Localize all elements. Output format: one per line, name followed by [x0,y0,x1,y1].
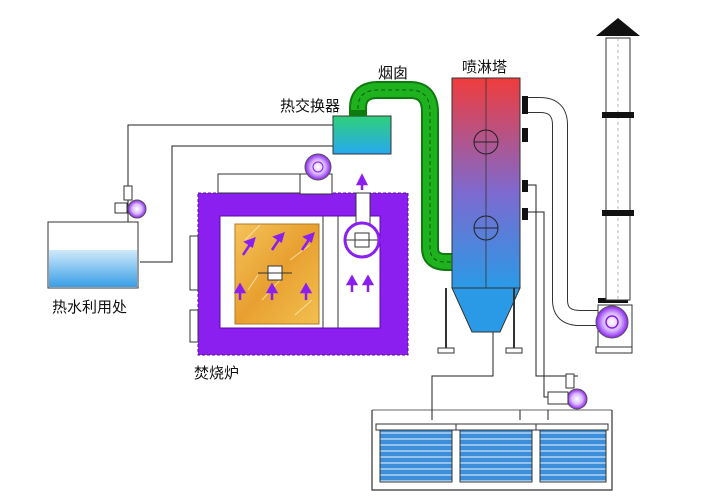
heat-exchanger-label: 热交换器 [280,97,340,115]
flue-pipe [349,81,455,271]
exhaust-duct [528,97,600,326]
settling-pool [371,409,613,491]
exhaust-fan [595,298,633,354]
flue-label: 烟囱 [378,64,408,82]
water-pump-left [114,185,147,219]
incinerator [189,173,409,356]
pipe-lines [127,124,578,420]
incinerator-label: 焚烧炉 [194,364,239,382]
hot-water-use-label: 热水利用处 [52,298,127,316]
circulation-pump [547,373,588,410]
secondary-burner [343,192,381,259]
flow-arrows [233,173,375,300]
chimney-stack [596,18,640,301]
spray-tower-label: 喷淋塔 [462,58,507,76]
heat-exchanger [332,115,392,155]
hot-water-tank [47,221,139,289]
incinerator-fan [299,153,333,195]
spray-tower [437,77,528,354]
